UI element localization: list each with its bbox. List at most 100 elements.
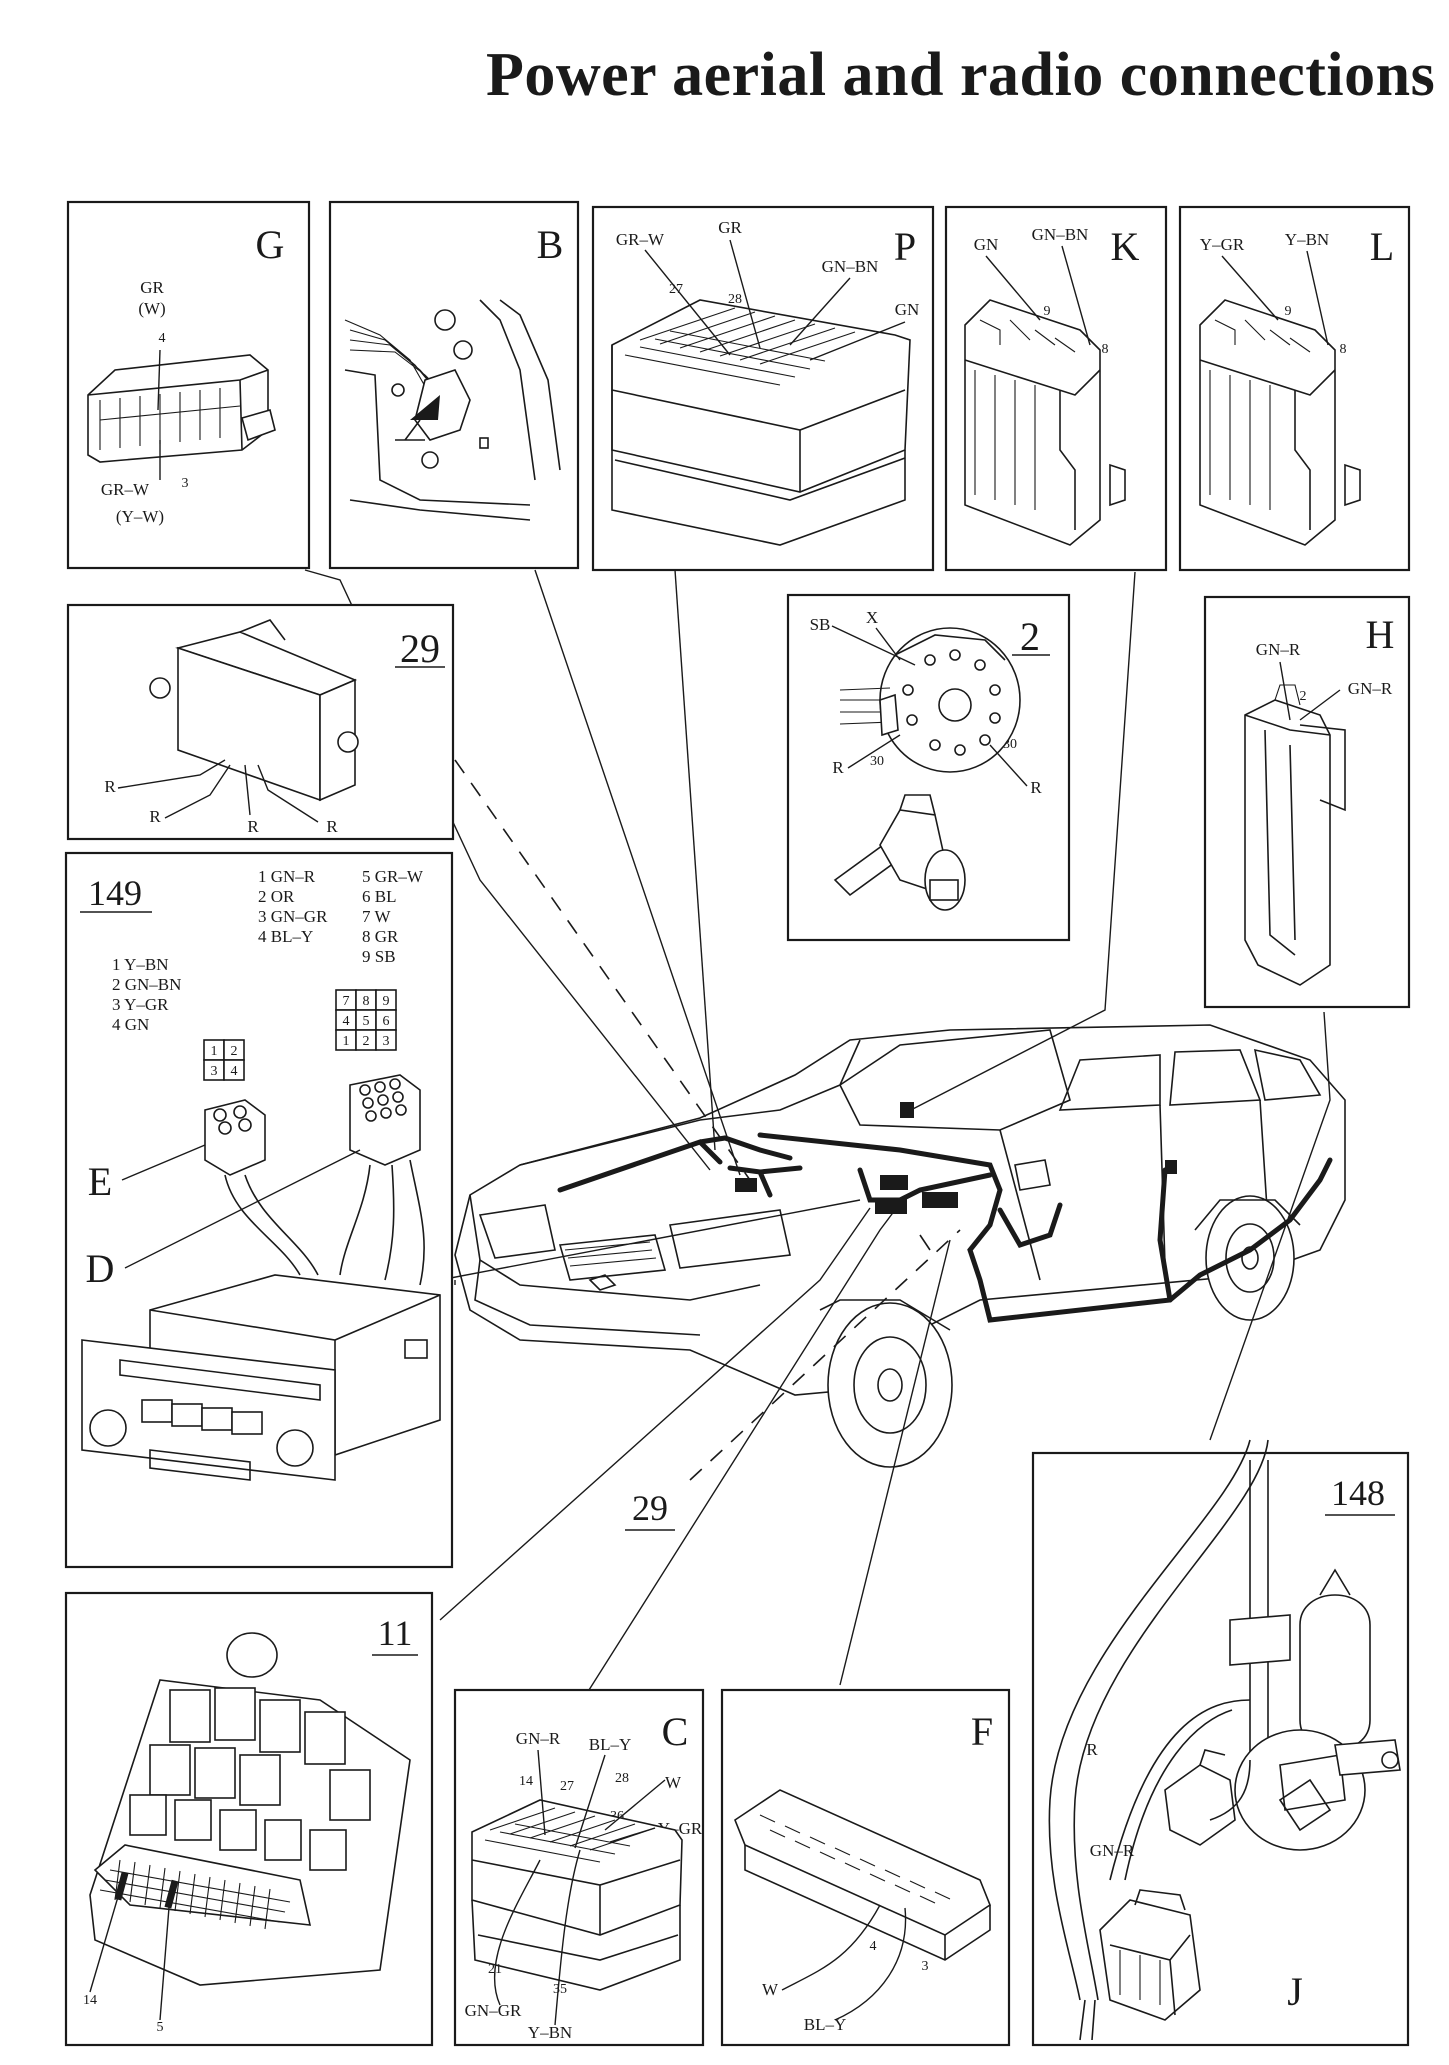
svg-text:1: 1 xyxy=(211,1044,218,1059)
pin-list-4p-3: 3 Y–GR xyxy=(112,995,169,1014)
relay-box xyxy=(89,1632,411,1986)
pin-30-left: 30 xyxy=(870,754,884,769)
panel-b-label: B xyxy=(537,222,564,267)
wire-y-gr: Y–GR xyxy=(1200,235,1245,254)
ignition-key-lock xyxy=(833,794,966,911)
pin-list-3: 3 GN–GR xyxy=(258,907,328,926)
plug-e xyxy=(204,1099,266,1176)
plug-d xyxy=(349,1074,421,1166)
panel-k: K GN GN–BN 9 8 xyxy=(944,205,1168,572)
pin-list-6: 6 BL xyxy=(362,887,396,906)
aerial-motor xyxy=(1229,1460,1401,1851)
wire-gn-r: GN–R xyxy=(516,1729,561,1748)
panel-l: L Y–GR Y–BN 9 8 xyxy=(1178,205,1411,572)
pin-x: X xyxy=(866,608,878,627)
pin-9: 9 xyxy=(1044,304,1051,319)
panel-148: 148 R GN–R J xyxy=(1031,1439,1410,2047)
connector-l xyxy=(1199,299,1361,546)
panel-f: F W BL–Y 4 3 xyxy=(720,1688,1011,2047)
car-illustration xyxy=(454,1024,1346,1468)
wiring-harness xyxy=(557,1102,1333,1323)
wire-sb: SB xyxy=(810,615,831,634)
wire-w-alt: (W) xyxy=(138,299,165,318)
pin-14: 14 xyxy=(519,1774,533,1789)
wire-gn-bn: GN–BN xyxy=(822,257,879,276)
panel-149: 149 1 GN–R 2 OR 3 GN–GR 4 BL–Y 5 GR–W 6 … xyxy=(64,851,454,1569)
page-title: Power aerial and radio connections xyxy=(486,41,1436,109)
panel-h-label: H xyxy=(1366,612,1395,657)
pin-3: 3 xyxy=(182,476,189,491)
svg-text:2: 2 xyxy=(231,1044,238,1059)
wire-gr-w: GR–W xyxy=(616,230,665,249)
svg-text:8: 8 xyxy=(363,994,370,1009)
panel-c: C GN–R BL–Y W Y–GR GN–GR Y–BN 14 27 28 3… xyxy=(453,1688,705,2047)
connector-j-label: J xyxy=(1287,1969,1303,2014)
wire-y-w-alt: (Y–W) xyxy=(116,507,164,526)
connector-p xyxy=(611,299,911,546)
pin-list-9: 9 SB xyxy=(362,947,396,966)
wire-y-bn: Y–BN xyxy=(528,2023,572,2042)
wire-gr: GR xyxy=(140,278,164,297)
pin-28: 28 xyxy=(615,1771,629,1786)
panel-2-label: 2 xyxy=(1020,614,1040,659)
wire-y-bn: Y–BN xyxy=(1285,230,1329,249)
panel-149-label: 149 xyxy=(88,873,142,913)
connector-c xyxy=(471,1799,683,1991)
pin-35: 35 xyxy=(553,1982,567,1997)
wire-gn-r-right: GN–R xyxy=(1348,679,1393,698)
control-unit-29 xyxy=(149,619,359,802)
panel-b: B xyxy=(328,200,580,570)
pin-9: 9 xyxy=(1285,304,1292,319)
pin-28: 28 xyxy=(728,292,742,307)
wire-r-left: R xyxy=(832,758,844,777)
wire-gn: GN xyxy=(974,235,999,254)
pin-8: 8 xyxy=(1102,342,1109,357)
pin-4: 4 xyxy=(870,1939,877,1954)
ignition-switch xyxy=(839,627,1021,773)
car-label-29: 29 xyxy=(632,1488,668,1528)
wire-bl-y: BL–Y xyxy=(589,1735,632,1754)
svg-text:4: 4 xyxy=(231,1064,238,1079)
pin-list-8: 8 GR xyxy=(362,927,399,946)
pin-list-1: 1 GN–R xyxy=(258,867,316,886)
wire-gn: GN xyxy=(895,300,920,319)
connector-j xyxy=(1099,1889,1201,2021)
pin-8: 8 xyxy=(1340,342,1347,357)
svg-text:3: 3 xyxy=(383,1034,390,1049)
pin-14: 14 xyxy=(83,1993,97,2008)
pin-27: 27 xyxy=(560,1779,574,1794)
wire-r-2: R xyxy=(149,807,161,826)
pin-grid-4: 1 2 3 4 xyxy=(203,1039,245,1081)
panel-p: P GR–W GR GN–BN GN 27 28 35 36 xyxy=(591,205,935,572)
panel-k-label: K xyxy=(1111,224,1140,269)
wire-r-1: R xyxy=(104,777,116,796)
panel-l-label: L xyxy=(1370,224,1394,269)
panel-h: H GN–R GN–R 2 xyxy=(1203,595,1411,1009)
wire-r-4: R xyxy=(326,817,338,836)
radio-unit xyxy=(81,1274,441,1481)
wire-r: R xyxy=(1086,1740,1098,1759)
panel-11-label: 11 xyxy=(378,1613,413,1653)
panel-p-label: P xyxy=(894,224,916,269)
panel-29: 29 R R R R xyxy=(66,603,455,841)
wire-r-right: R xyxy=(1030,778,1042,797)
svg-text:9: 9 xyxy=(383,994,390,1009)
wire-w: W xyxy=(762,1980,779,1999)
wire-gn-gr: GN–GR xyxy=(465,2001,522,2020)
svg-text:7: 7 xyxy=(343,994,350,1009)
pin-2: 2 xyxy=(1300,689,1307,704)
pin-list-7: 7 W xyxy=(362,907,391,926)
pin-list-2: 2 OR xyxy=(258,887,295,906)
panel-g: G GR (W) 4 GR–W (Y–W) 3 xyxy=(66,200,311,570)
pin-list-4p-2: 2 GN–BN xyxy=(112,975,181,994)
svg-text:1: 1 xyxy=(343,1034,350,1049)
wire-gr-w: GR–W xyxy=(101,480,150,499)
wire-r-3: R xyxy=(247,817,259,836)
connector-h xyxy=(1244,684,1346,986)
panel-f-label: F xyxy=(971,1709,993,1754)
panel-g-label: G xyxy=(256,222,285,267)
pin-list-4: 4 BL–Y xyxy=(258,927,313,946)
connector-f xyxy=(734,1789,991,1961)
connector-g xyxy=(87,354,276,463)
